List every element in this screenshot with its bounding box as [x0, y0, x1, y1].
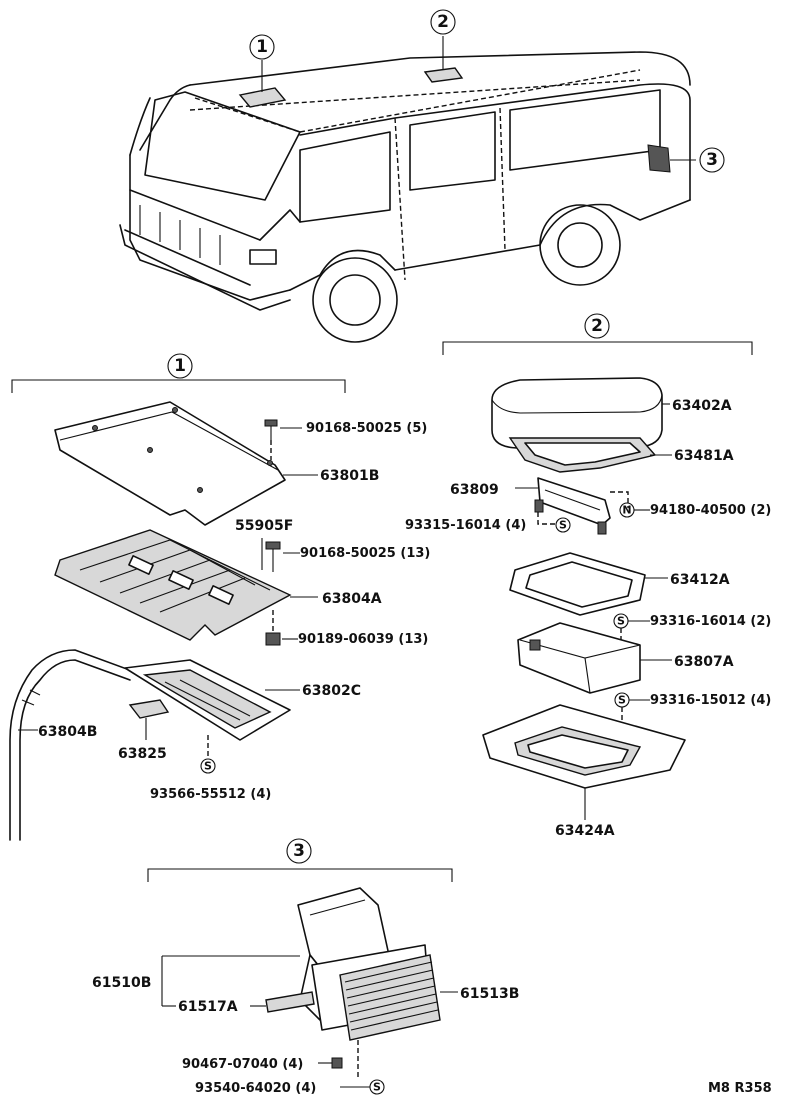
svg-text:3: 3 [706, 150, 718, 170]
label-61513B: 61513B [460, 986, 519, 1002]
van-illustration [119, 36, 696, 343]
part-63804A-base [54, 529, 292, 641]
part-63402A-cover [491, 377, 663, 449]
screw-90168-13 [265, 541, 300, 572]
part-63412A-frame [509, 552, 646, 616]
label-61517A: 61517A [178, 999, 238, 1015]
label-93315-16014: 93315-16014 (4) [405, 518, 526, 533]
section-1-header: 1 [11, 353, 346, 393]
label-63802C: 63802C [302, 683, 361, 699]
part-63424A-trim [482, 704, 686, 789]
label-93540-64020: 93540-64020 (4) [195, 1081, 316, 1096]
part-63804B-duct [9, 649, 136, 841]
label-63424A: 63424A [555, 823, 615, 839]
section-2-header: 2 [442, 313, 753, 355]
clip-90467 [318, 1057, 343, 1069]
part-63481A-gasket [508, 437, 657, 473]
label-63807A: 63807A [674, 654, 734, 670]
section-3-header: 3 [147, 838, 453, 882]
part-61517A-hose [265, 991, 315, 1013]
label-93316-15012: 93316-15012 (4) [650, 693, 771, 708]
label-94180-40500: 94180-40500 (2) [650, 503, 771, 518]
svg-text:S: S [618, 694, 626, 707]
screw-90168-5 [264, 419, 302, 460]
svg-text:N: N [622, 504, 631, 517]
svg-text:3: 3 [293, 841, 305, 861]
part-63809-hinge [534, 477, 611, 535]
part-63801B-cover [54, 401, 286, 526]
svg-text:S: S [559, 519, 567, 532]
svg-text:S: S [373, 1081, 381, 1094]
label-63481A: 63481A [674, 448, 734, 464]
label-63804A: 63804A [322, 591, 382, 607]
label-61510B: 61510B [92, 975, 151, 991]
label-55905F: 55905F [235, 518, 293, 534]
label-90168-50025-13: 90168-50025 (13) [300, 546, 430, 561]
label-63804B: 63804B [38, 724, 97, 740]
label-93566-55512: 93566-55512 (4) [150, 787, 271, 802]
part-63807A-bracket [517, 622, 641, 694]
part-63825-clip [128, 699, 170, 740]
diagram-code: M8 R358 [708, 1081, 772, 1096]
label-90189-06039: 90189-06039 (13) [298, 632, 428, 647]
svg-text:S: S [204, 760, 212, 773]
svg-text:1: 1 [256, 37, 268, 57]
svg-text:1: 1 [174, 356, 186, 376]
label-63801B: 63801B [320, 468, 379, 484]
label-90467-07040: 90467-07040 (4) [182, 1057, 303, 1072]
label-93316-16014: 93316-16014 (2) [650, 614, 771, 629]
label-63412A: 63412A [670, 572, 730, 588]
part-61513B-grille [339, 954, 441, 1041]
svg-text:S: S [617, 615, 625, 628]
label-63809: 63809 [450, 482, 499, 498]
callout-2-top: 2 [430, 9, 456, 35]
nut-90189 [265, 610, 298, 646]
part-63802C [124, 659, 291, 741]
callout-3-side: 3 [699, 147, 725, 173]
callout-1-top: 1 [249, 34, 275, 60]
label-63402A: 63402A [672, 398, 732, 414]
label-63825: 63825 [118, 746, 167, 762]
svg-text:2: 2 [591, 316, 603, 336]
svg-text:2: 2 [437, 12, 449, 32]
label-90168-50025-5: 90168-50025 (5) [306, 421, 427, 436]
